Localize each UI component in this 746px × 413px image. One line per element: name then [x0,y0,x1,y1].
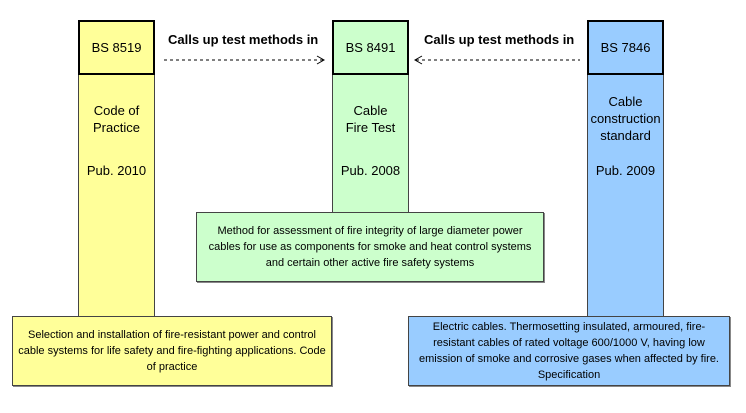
bs7846-type-line: standard [600,128,651,143]
bs8491-type-line: Cable [353,103,388,118]
bs7846-description-text: Electric cables. Thermosetting insulated… [418,321,719,381]
arrow-bs7846-to-bs8491 [413,55,580,65]
bs8519-header: BS 8519 [78,20,155,75]
bs7846-header: BS 7846 [587,20,664,75]
arrow-bs8519-to-bs8491 [164,55,326,65]
bs8519-code: BS 8519 [91,40,142,55]
bs8519-pub: Pub. 2010 [86,163,147,178]
bs8491-type: Cable Fire Test [332,102,409,136]
bs8519-description: Selection and installation of fire-resis… [12,316,332,386]
bs8491-header: BS 8491 [332,20,409,75]
bs7846-type-line: Cable [608,94,643,109]
bs8519-type-line: Practice [93,120,140,135]
bs8491-pub: Pub. 2008 [340,163,401,178]
bs8491-code: BS 8491 [345,40,396,55]
bs8519-type-line: Code of [93,103,140,118]
bs8491-type-line: Fire Test [345,120,396,135]
relation-label-left: Calls up test methods in [168,32,319,47]
bs8491-description-text: Method for assessment of fire integrity … [208,225,532,269]
bs7846-type: Cable construction standard [587,93,664,144]
bs8519-type: Code of Practice [78,102,155,136]
bs8491-description: Method for assessment of fire integrity … [196,212,544,282]
bs7846-pub: Pub. 2009 [595,163,656,178]
bs7846-type-line: construction [590,111,661,126]
bs7846-description: Electric cables. Thermosetting insulated… [408,316,730,386]
bs7846-code: BS 7846 [600,40,651,55]
relation-label-right: Calls up test methods in [424,32,575,47]
bs8519-description-text: Selection and installation of fire-resis… [18,329,326,373]
